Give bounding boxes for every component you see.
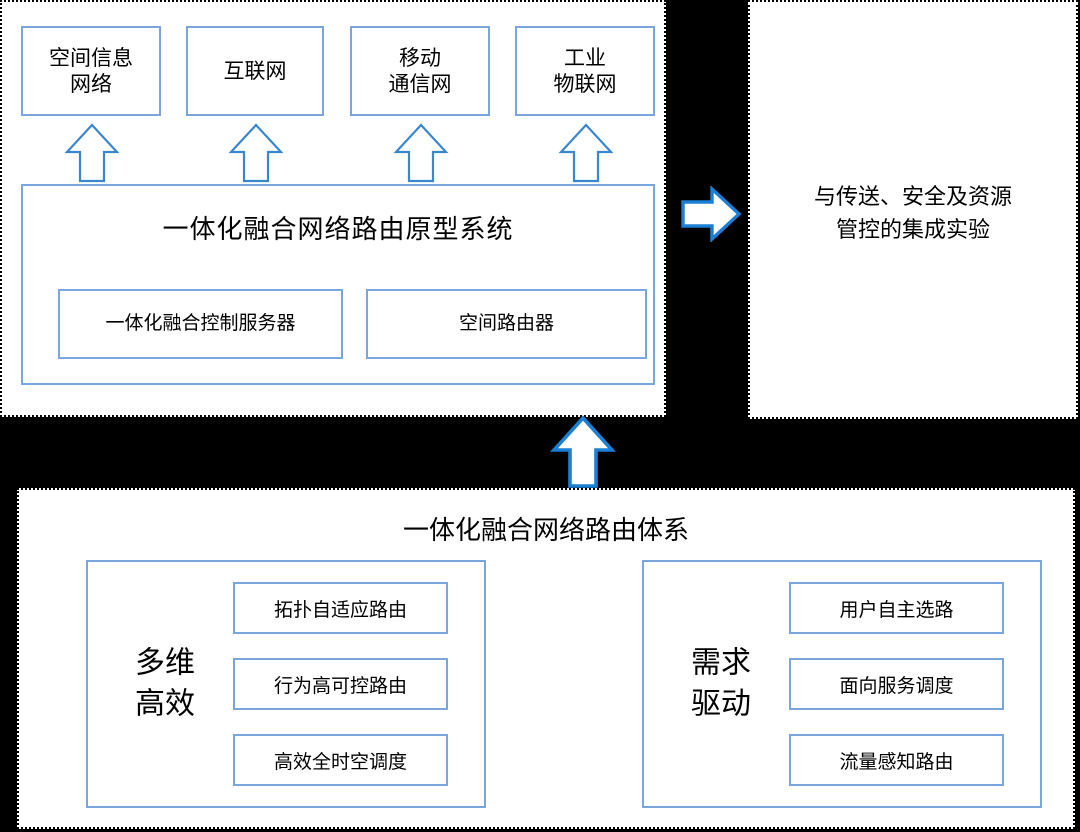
arrow-right-icon	[680, 186, 742, 242]
network-box-mobile-communication-network[interactable]: 移动通信网	[350, 26, 490, 116]
arrow-up-icon	[64, 122, 120, 184]
architecture-item[interactable]: 流量感知路由	[789, 734, 1004, 786]
network-box-space-information-network[interactable]: 空间信息网络	[21, 26, 161, 116]
network-box-industrial-iot[interactable]: 工业物联网	[515, 26, 655, 116]
architecture-title: 一体化融合网络路由体系	[402, 516, 689, 545]
network-box-label: 工业物联网	[553, 45, 617, 96]
arrow-up-icon	[393, 122, 449, 184]
group-label: 多维高效	[135, 646, 195, 721]
network-box-label: 移动通信网	[388, 45, 452, 96]
prototype-system-title: 一体化融合网络路由原型系统	[162, 215, 514, 244]
architecture-item[interactable]: 高效全时空调度	[233, 734, 448, 786]
network-box-label: 空间信息网络	[49, 45, 133, 96]
arrow-up-icon	[550, 415, 616, 489]
architecture-item[interactable]: 行为高可控路由	[233, 658, 448, 710]
component-box-label: 一体化融合控制服务器	[105, 313, 296, 335]
architecture-item[interactable]: 拓扑自适应路由	[233, 582, 448, 634]
arrow-up-icon	[228, 122, 284, 184]
prototype-system-panel: 空间信息网络 互联网 移动通信网 工业物联网 一体化融合网络路由原型系统 一体化…	[0, 0, 666, 417]
network-box-label: 互联网	[223, 58, 287, 83]
network-box-internet[interactable]: 互联网	[186, 26, 324, 116]
arrow-up-icon	[558, 122, 614, 184]
architecture-item[interactable]: 用户自主选路	[789, 582, 1004, 634]
routing-architecture-panel: 一体化融合网络路由体系 多维高效 拓扑自适应路由 行为高可控路由 高效全时空调度…	[17, 488, 1075, 829]
architecture-group-multidimensional-efficiency[interactable]: 多维高效 拓扑自适应路由 行为高可控路由 高效全时空调度	[86, 560, 486, 808]
component-box-space-router[interactable]: 空间路由器	[366, 289, 647, 359]
group-label: 需求驱动	[691, 646, 751, 721]
architecture-item[interactable]: 面向服务调度	[789, 658, 1004, 710]
component-box-control-server[interactable]: 一体化融合控制服务器	[58, 289, 343, 359]
component-box-label: 空间路由器	[458, 313, 554, 335]
integration-experiment-panel: 与传送、安全及资源管控的集成实验	[748, 0, 1078, 419]
integration-experiment-text: 与传送、安全及资源管控的集成实验	[813, 184, 1012, 242]
architecture-group-demand-driven[interactable]: 需求驱动 用户自主选路 面向服务调度 流量感知路由	[642, 560, 1042, 808]
